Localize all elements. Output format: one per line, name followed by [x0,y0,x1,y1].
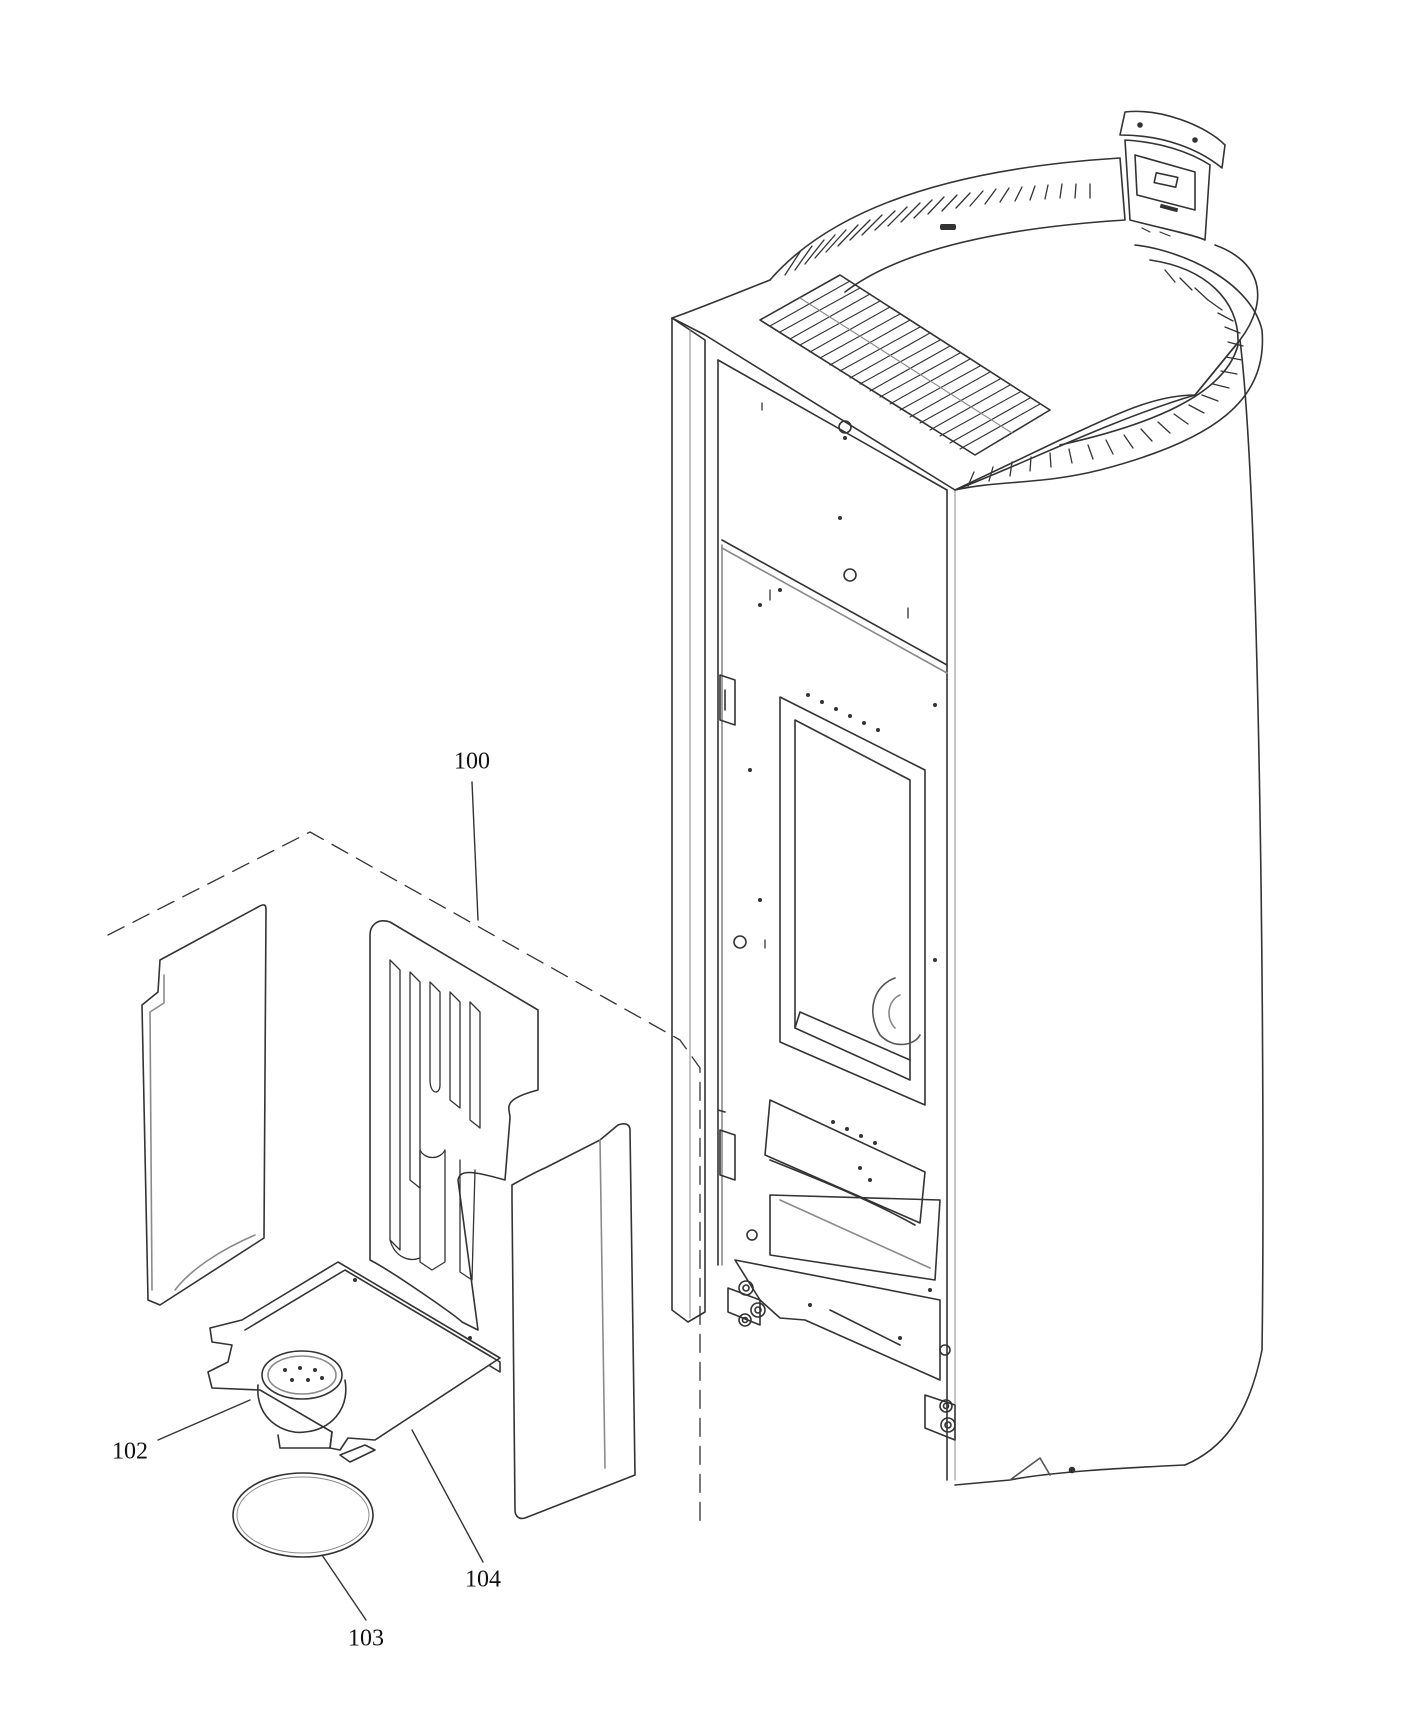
louvered-ring [769,157,1126,293]
leader-102 [157,1399,251,1441]
back-left-panel [141,904,267,1306]
top-grille [759,274,1051,456]
right-side-panel [511,1123,636,1520]
leader-104 [411,1429,484,1563]
stove-body [671,110,1264,1486]
door-window-frame [779,696,926,1106]
left-pillar [671,317,706,1323]
callout-104: 104 [465,1566,501,1593]
exploded-assembly [107,831,701,1558]
base-plate [207,1261,501,1451]
callout-100: 100 [454,748,490,775]
ash-drawer [764,1099,926,1224]
callout-103: 103 [348,1625,384,1652]
top-deck-outline [671,244,1259,491]
callout-102: 102 [112,1438,148,1465]
control-panel [1119,110,1226,241]
back-panel [369,920,539,1331]
burner-pot [257,1350,347,1449]
leader-lines [157,781,484,1621]
right-shell [954,339,1264,1466]
gasket-ring [232,1472,374,1558]
assembly-dashed-outline [107,831,701,1526]
leader-103 [321,1554,367,1621]
leader-100 [471,781,479,921]
